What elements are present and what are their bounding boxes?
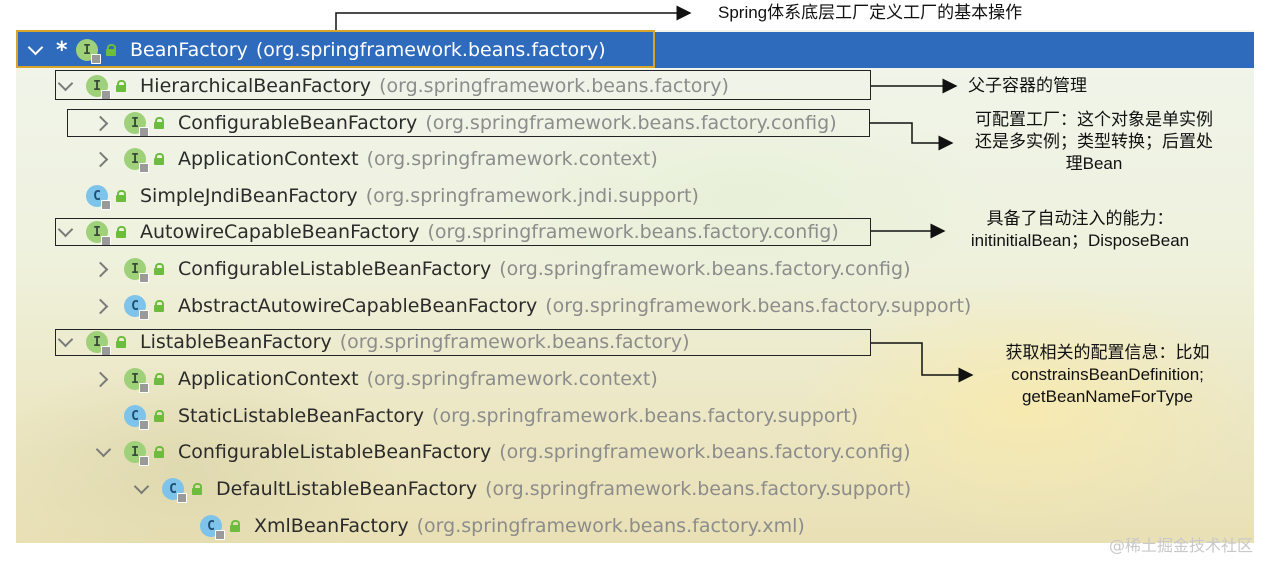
class-name: DefaultListableBeanFactory [216,478,478,500]
package-name: (org.springframework.beans.factory.suppo… [432,405,859,427]
background-glow [16,360,396,543]
package-name: (org.springframework.beans.factory.confi… [427,221,839,243]
tree-row[interactable]: C AbstractAutowireCapableBeanFactory (org.… [16,288,1254,324]
type-hierarchy-panel: * I BeanFactory (org.springframework.beans.… [16,30,1254,543]
package-name: (org.springframework.beans.factory.confi… [499,258,911,280]
interface-icon: I [124,368,149,393]
public-lock-icon [230,520,240,532]
public-lock-icon [154,410,164,422]
interface-icon: I [124,258,149,283]
package-name: (org.springframework.beans.factory.confi… [425,112,837,134]
tree-row[interactable]: I ConfigurableListableBeanFactory (org.spr… [16,434,1254,470]
class-icon: C [162,478,187,503]
tree-row[interactable]: C SimpleJndiBeanFactory (org.springframewo… [16,178,1254,214]
class-name: StaticListableBeanFactory [178,405,425,427]
package-name: (org.springframework.context) [366,368,658,390]
package-name: (org.springframework.beans.factory.xml) [416,515,805,537]
note-autowire: 具备了自动注入的能力： initinitialBean；DisposeBean [970,209,1190,250]
tree-row[interactable]: C XmlBeanFactory (org.springframework.bean… [16,508,1254,543]
public-lock-icon [192,483,202,495]
background-glow [796,280,1254,540]
interface-icon: I [76,39,101,64]
note-top: Spring体系底层工厂定义工厂的基本操作 [718,3,1023,22]
public-lock-icon [106,44,116,56]
package-name: (org.springframework.beans.factory.confi… [499,441,911,463]
package-name: (org.springframework.beans.factory) [339,331,690,353]
tree-row[interactable]: I ConfigurableListableBeanFactory (org.spr… [16,251,1254,287]
public-lock-icon [116,226,126,238]
tree-row[interactable]: I ApplicationContext (org.springframework.… [16,361,1254,397]
note-configurable: 可配置工厂：这个对象是单实例 还是多实例；类型转换；后置处 理Bean [975,110,1213,173]
root-marker-icon: * [56,37,68,63]
public-lock-icon [116,336,126,348]
class-name: SimpleJndiBeanFactory [140,185,358,207]
arrow-top [335,5,692,30]
tree-row[interactable]: I ApplicationContext (org.springframework.… [16,141,1254,177]
class-name: BeanFactory [130,39,248,61]
class-icon: C [124,295,149,320]
class-name: ConfigurableListableBeanFactory [178,258,492,280]
class-name: ConfigurableListableBeanFactory [178,441,492,463]
public-lock-icon [154,446,164,458]
public-lock-icon [154,300,164,312]
tree-row[interactable]: C DefaultListableBeanFactory (org.springfr… [16,471,1254,507]
package-name: (org.springframework.beans.factory) [379,75,729,97]
public-lock-icon [154,153,164,165]
watermark: @稀土掘金技术社区 [1108,536,1253,555]
note-hierarchical: 父子容器的管理 [968,76,1087,95]
public-lock-icon [116,190,126,202]
note-listable: 获取相关的配置信息：比如 constrainsBeanDefinition; g… [1005,343,1210,406]
public-lock-icon [154,373,164,385]
package-name: (org.springframework.context) [366,148,658,170]
public-lock-icon [154,117,164,129]
class-name: ApplicationContext [178,368,359,390]
class-name: HierarchicalBeanFactory [140,75,372,97]
class-name: ConfigurableBeanFactory [178,112,418,134]
class-name: ApplicationContext [178,148,359,170]
class-name: AbstractAutowireCapableBeanFactory [178,295,538,317]
package-name: (org.springframework.beans.factory.suppo… [485,478,912,500]
tree-row[interactable]: C StaticListableBeanFactory (org.springfra… [16,398,1254,434]
tree-row[interactable]: * I BeanFactory (org.springframework.beans.… [16,32,1254,68]
package-name: (org.springframework.beans.factory.suppo… [545,295,972,317]
class-icon: C [124,405,149,430]
class-icon: C [200,515,225,540]
arrow-listable [871,342,974,383]
public-lock-icon [154,263,164,275]
arrow-configurable [870,122,954,151]
class-name: XmlBeanFactory [254,515,409,537]
class-name: AutowireCapableBeanFactory [140,221,420,243]
public-lock-icon [116,80,126,92]
interface-icon: I [124,148,149,173]
package-name: (org.springframework.jndi.support) [365,185,699,207]
interface-icon: I [124,441,149,466]
package-name: (org.springframework.beans.factory) [255,39,606,61]
class-name: ListableBeanFactory [140,331,332,353]
class-icon: C [86,185,111,210]
